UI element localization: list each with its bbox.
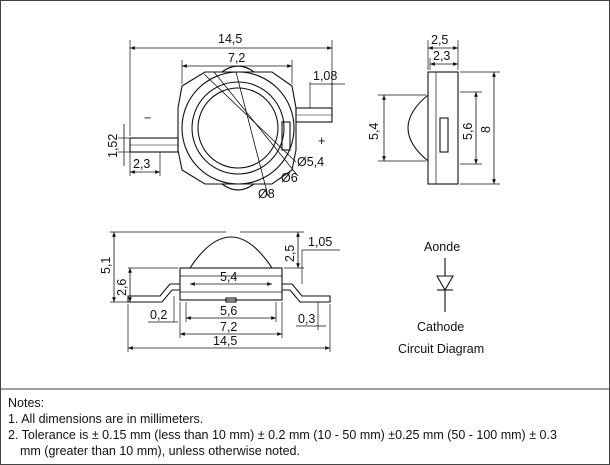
front-view [110,231,340,352]
top-view [118,40,345,197]
minus-sign: − [144,111,151,125]
cathode-mark [281,121,291,151]
top-pin-length-label: 2,3 [133,157,150,171]
diode-triangle-icon [436,275,454,292]
side-tab [439,117,449,153]
front-lead-left-label: 0,2 [150,308,167,322]
top-pin-width-label: 1,08 [313,69,337,83]
front-overall-height-label: 5,1 [99,257,113,274]
front-base-height-label: 2,6 [115,279,129,296]
front-body-width-label: 5,6 [220,304,237,318]
lens-circle-5-4 [197,87,279,169]
plus-sign: + [318,134,325,148]
front-center-mark [225,297,237,303]
front-lead-right-label: 0,3 [298,312,315,326]
side-view [378,40,500,185]
notes-section: Notes: 1. All dimensions are in millimet… [8,395,604,459]
bottom-notch [221,183,255,191]
front-overall-width-label: 14,5 [213,334,237,348]
front-dome [189,236,273,269]
side-inner-width-label: 2,3 [433,49,450,63]
dia-ring-label: Ø6 [281,171,298,185]
side-overall-height-label: 8 [479,126,493,133]
front-lead-thickness-label: 1,05 [308,235,332,249]
front-lens-width-label: 5,4 [220,270,237,284]
note-line-1: 1. All dimensions are in millimeters. [8,412,204,426]
front-base-width-label: 7,2 [220,320,237,334]
side-lens-height-label: 5,4 [367,123,381,140]
top-lens-width-label: 7,2 [228,51,245,65]
front-left-lead [127,283,180,303]
ring-circle-6 [191,81,285,175]
top-overall-width-label: 14,5 [218,32,242,46]
front-lens-offset-label: 2,5 [283,245,297,262]
notes-title: Notes: [8,396,45,410]
cathode-label: Cathode [417,320,464,334]
dia-body-label: Ø8 [258,187,275,201]
side-body-width-label: 2,5 [431,33,448,47]
circuit-diagram-title: Circuit Diagram [398,342,484,356]
top-notch [221,65,255,73]
anode-label: Aonde [424,240,460,254]
side-body-height-label: 5,6 [461,123,475,140]
side-dome [407,94,429,162]
top-pin-height-label: 1,52 [106,134,120,158]
dia-lens-label: Ø5,4 [297,155,324,169]
note-line-2: 2. Tolerance is ± 0.15 mm (less than 10 … [8,428,557,442]
body-circle-8 [181,71,295,185]
circuit-diagram [436,258,454,312]
note-line-2-continued: mm (greater than 10 mm), unless otherwis… [20,444,300,458]
front-right-lead [282,283,331,303]
side-body [427,71,459,185]
